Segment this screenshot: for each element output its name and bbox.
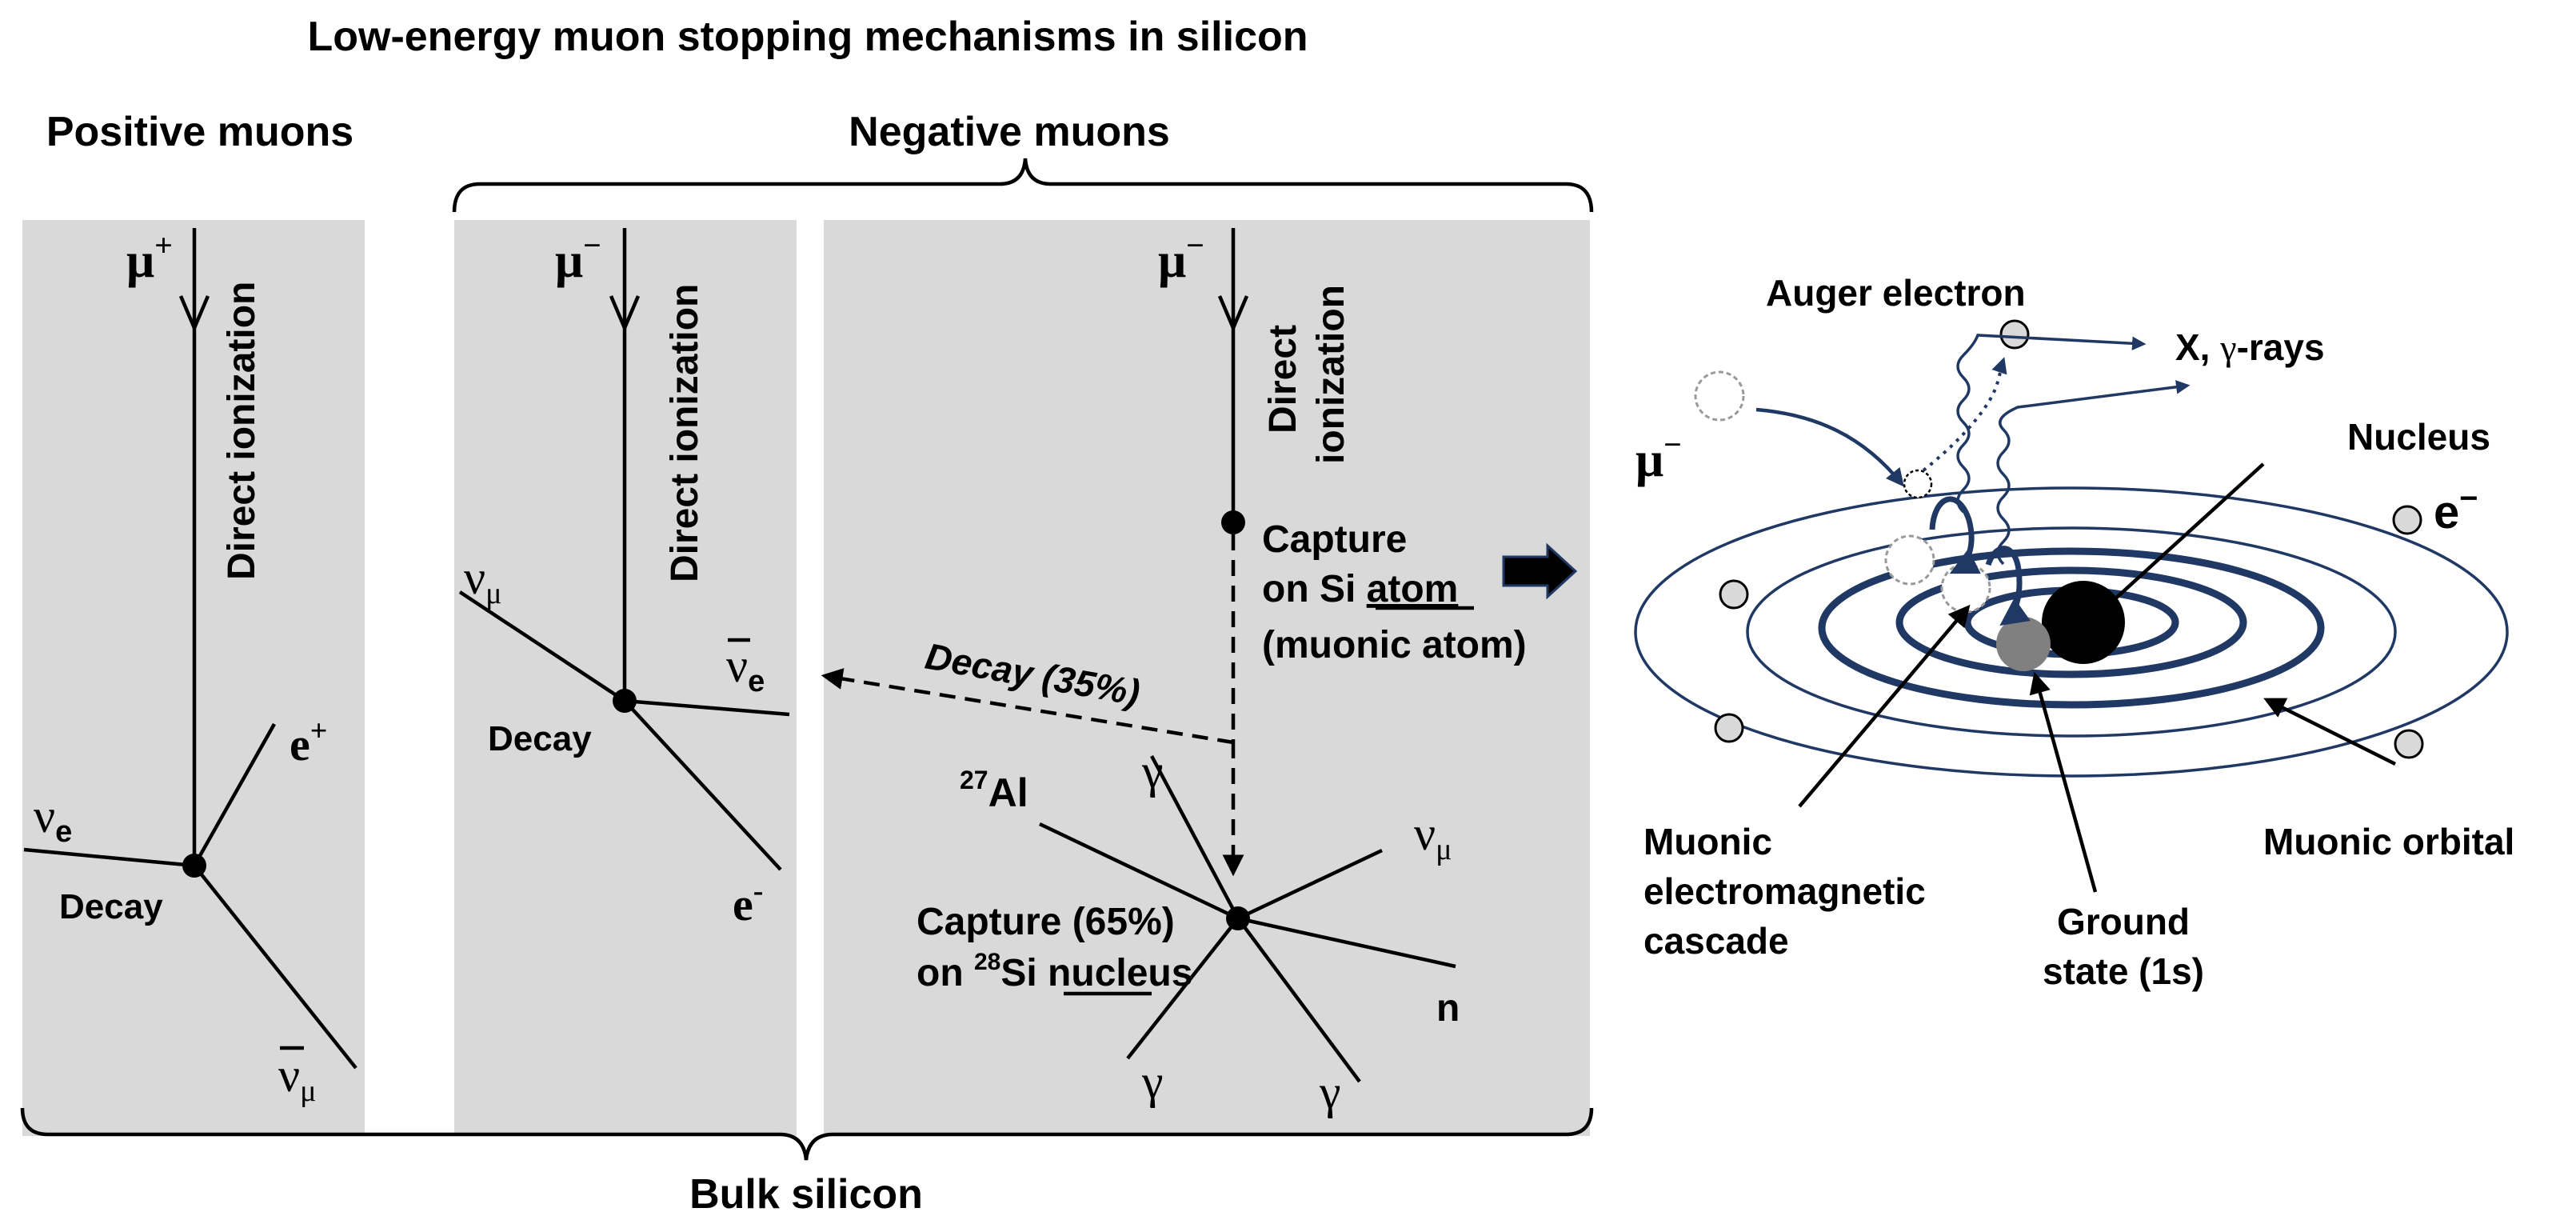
- diagram-title: Low-energy muon stopping mechanisms in s…: [307, 14, 1308, 60]
- atom-muon-label: μ−: [1635, 426, 1682, 487]
- capture-atom-label-line3: (muonic atom): [1262, 624, 1527, 666]
- muonic-orbital-label: Muonic orbital: [2263, 821, 2514, 862]
- positive-muon-diagram: μ+ Direct ionization Decay e+ νe νμ: [23, 227, 357, 1108]
- negative-muon-decay-label: Decay: [488, 719, 592, 758]
- capture-muon-arrowhead: [1217, 295, 1249, 333]
- positive-muon-path-label: Direct ionization: [221, 282, 263, 580]
- electron-neutrino-label: νe: [34, 790, 72, 849]
- aluminum-track: [1039, 822, 1239, 921]
- negative-muon-path-label: Direct ionization: [664, 284, 706, 582]
- cascade-muon-dot: [1940, 562, 1991, 614]
- capture-path-label-line2: ionization: [1310, 285, 1352, 464]
- gamma-label-top: γ: [1141, 745, 1164, 798]
- cascade-transition-arrow: [1929, 496, 1981, 574]
- electron-label: e-: [733, 874, 763, 930]
- ground-state-label-line2: state (1s): [2043, 950, 2204, 992]
- electron-dot: [2392, 505, 2422, 535]
- negative-muon-capture-panel: [824, 220, 1590, 1136]
- bulk-silicon-label: Bulk silicon: [689, 1171, 923, 1218]
- ground-state-muon-dot: [1996, 617, 2051, 671]
- gamma-label-left: γ: [1141, 1055, 1164, 1108]
- cascade-transition-arrow: [1985, 546, 2031, 626]
- aluminum-label: 27Al: [960, 766, 1028, 815]
- muon-neutrino-track: [458, 590, 626, 702]
- transition-arrow-icon: [1502, 542, 1578, 600]
- positive-muon-symbol: μ+: [126, 227, 173, 288]
- capture-muon-neutrino-track: [1237, 848, 1383, 921]
- muon-antineutrino-track: [193, 864, 357, 1070]
- gamma-track-right: [1236, 917, 1361, 1083]
- capture-muon-symbol: μ−: [1158, 227, 1204, 288]
- negative-muon-decay-diagram: μ− Direct ionization Decay νμ νe e-: [458, 227, 790, 930]
- electron-dot: [2394, 729, 2424, 759]
- gamma-track-left: [1126, 917, 1240, 1060]
- electron-antineutrino-track: [624, 698, 790, 717]
- x-gamma-rays-label: X, γ-rays: [2175, 326, 2325, 368]
- capture-path-label-line1: Direct: [1262, 325, 1304, 434]
- electron-dot: [1719, 579, 1749, 610]
- x-ray-wavy-arrow: [1956, 334, 2147, 514]
- capture-muon-neutrino-label: νμ: [1414, 807, 1452, 866]
- nuclear-capture-vertex: [1226, 906, 1250, 930]
- capture-atom-label-line2: on Si atom: [1262, 568, 1458, 610]
- gamma-track-top: [1150, 754, 1240, 920]
- incoming-muon-trajectory: [1755, 407, 1904, 487]
- capture-nucleus-label-line1: Capture (65%): [917, 901, 1175, 943]
- capture-nucleus-label-line2: on 28Si nucleus: [917, 949, 1192, 994]
- auger-electron-dot: [1999, 319, 2030, 350]
- auger-electron-path: [1922, 357, 2007, 472]
- muonic-atom-diagram: Auger electron X, γ-rays Nucleus μ− e− M…: [1634, 272, 2514, 992]
- nucleus-label: Nucleus: [2347, 416, 2490, 458]
- positive-muons-label: Positive muons: [46, 109, 353, 155]
- neutron-label: n: [1436, 987, 1460, 1030]
- positive-muon-decay-vertex: [182, 854, 206, 878]
- negative-muons-label: Negative muons: [849, 109, 1170, 155]
- negative-muons-brace: [452, 158, 1594, 213]
- nucleus-dot: [2042, 581, 2125, 664]
- atom-electron-label: e−: [2434, 481, 2478, 538]
- positive-muon-arrowhead: [178, 295, 210, 333]
- cascade-muon-dot: [1884, 534, 1935, 586]
- muonic-orbital-outer: [1818, 547, 2325, 709]
- nucleus-pointer: [2102, 462, 2265, 611]
- gamma-label-right: γ: [1319, 1066, 1341, 1118]
- electron-orbital-outer: [1634, 486, 2509, 778]
- cascade-pointer: [1798, 604, 1971, 808]
- auger-electron-label: Auger electron: [1766, 272, 2026, 314]
- neutron-track: [1237, 916, 1456, 969]
- incoming-muon-dot: [1694, 370, 1745, 422]
- muonic-atom-capture-vertex: [1221, 510, 1245, 534]
- bulk-silicon-brace: [20, 1107, 1594, 1161]
- negative-muon-decay-vertex: [613, 689, 637, 713]
- electron-dot: [1714, 713, 1744, 743]
- muonic-orbital-pointer: [2263, 698, 2397, 766]
- decay-dashed-arrow: [821, 668, 1234, 745]
- ground-state-pointer: [2029, 671, 2098, 893]
- muonic-orbital-middle: [1895, 566, 2247, 678]
- electron-track: [623, 699, 782, 871]
- negative-muon-arrowhead: [609, 295, 641, 333]
- cascade-label-line2: electromagnetic: [1643, 870, 1926, 912]
- positron-label: e+: [290, 714, 327, 770]
- positive-muon-decay-label: Decay: [59, 887, 163, 926]
- ground-state-label-line1: Ground: [2057, 901, 2190, 942]
- capture-atom-label-line1: Capture: [1262, 518, 1407, 561]
- cascade-label-line3: cascade: [1643, 920, 1789, 962]
- negative-muon-capture-diagram: μ− Direct ionization Capture on Si atom …: [821, 227, 1527, 1118]
- muon-antineutrino-label: νμ: [278, 1049, 317, 1108]
- positron-track: [193, 722, 276, 867]
- ejected-electron-dot: [1903, 469, 1933, 499]
- gamma-ray-wavy-arrow: [1996, 380, 2191, 566]
- electron-antineutrino-label: νe: [726, 639, 765, 698]
- electron-neutrino-track: [23, 847, 195, 868]
- muon-neutrino-label: νμ: [464, 551, 502, 610]
- cascade-label-line1: Muonic: [1643, 821, 1772, 862]
- negative-muon-symbol: μ−: [555, 227, 601, 288]
- electron-orbital-inner: [1746, 526, 2397, 738]
